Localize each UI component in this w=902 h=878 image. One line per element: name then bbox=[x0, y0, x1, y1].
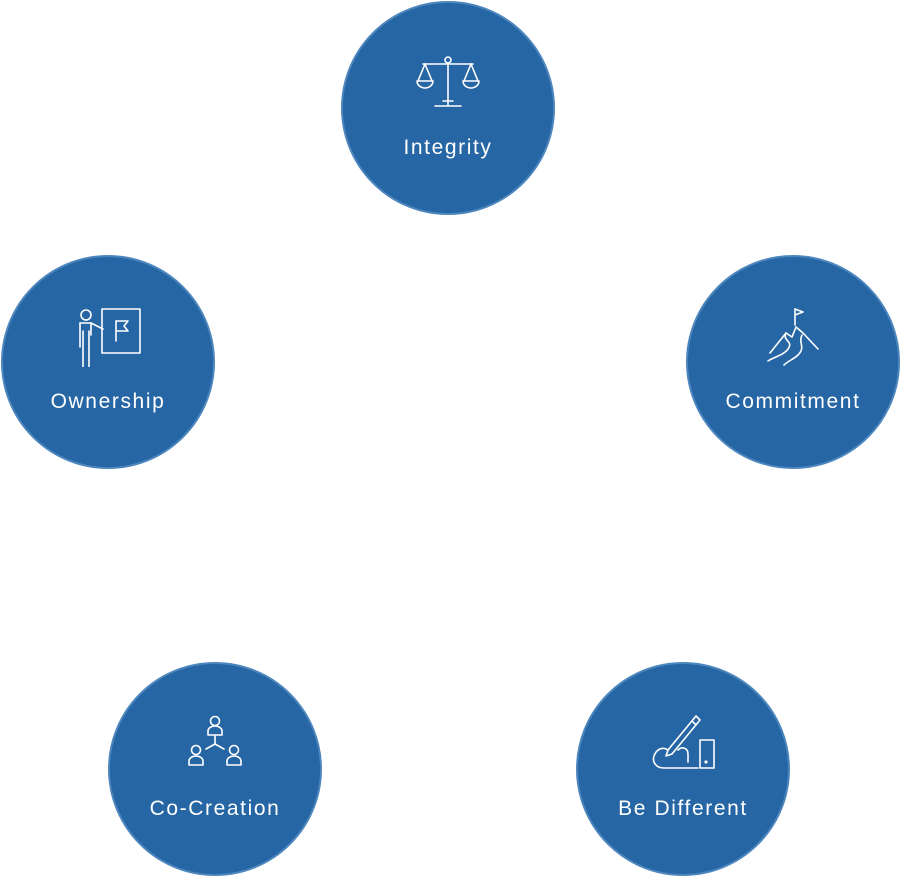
people-network-icon bbox=[180, 714, 250, 774]
value-node-be-different: Be Different bbox=[576, 662, 790, 876]
value-label-ownership: Ownership bbox=[50, 390, 166, 413]
hand-writing-pen-icon bbox=[648, 714, 718, 774]
presenter-flag-board-icon bbox=[73, 307, 143, 367]
scales-of-justice-icon bbox=[413, 53, 483, 113]
value-label-be-different: Be Different bbox=[618, 797, 748, 820]
value-label-co-creation: Co-Creation bbox=[149, 797, 281, 820]
value-node-commitment: Commitment bbox=[686, 255, 900, 469]
value-node-co-creation: Co-Creation bbox=[108, 662, 322, 876]
mountain-flag-icon bbox=[758, 307, 828, 367]
value-label-commitment: Commitment bbox=[725, 390, 861, 413]
value-node-ownership: Ownership bbox=[1, 255, 215, 469]
value-label-integrity: Integrity bbox=[403, 136, 493, 159]
value-node-integrity: Integrity bbox=[341, 1, 555, 215]
